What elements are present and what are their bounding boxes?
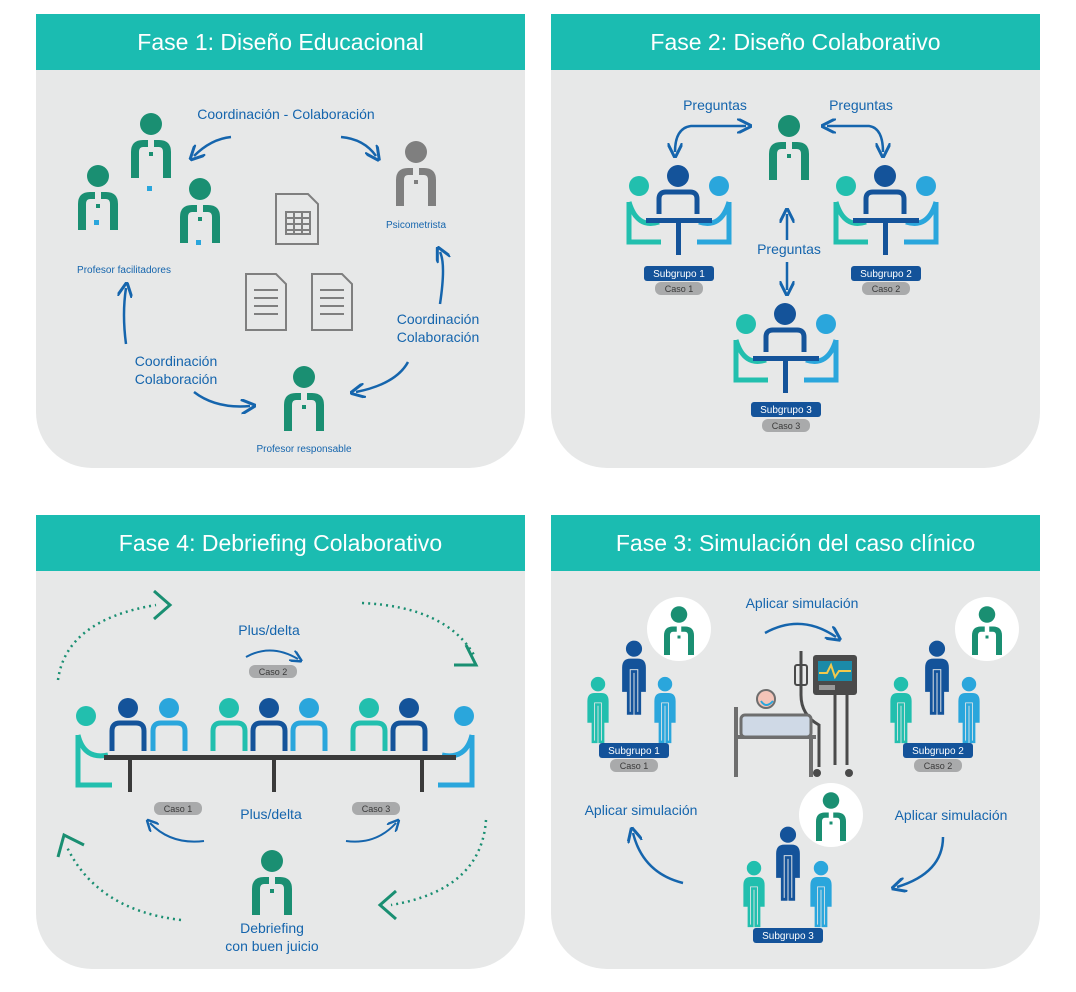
profesor-responsable-icon bbox=[284, 366, 324, 431]
arrow-to-caso1 bbox=[150, 823, 205, 843]
arrow-aplicar-left bbox=[633, 833, 684, 885]
arrow-left-down bbox=[193, 391, 250, 406]
document-icon-2 bbox=[311, 273, 353, 331]
debriefing-label-1: Debriefing bbox=[240, 920, 304, 936]
arrow-top-left bbox=[194, 135, 232, 156]
fase1-diagram: Coordinación - Colaboración Profesor fac… bbox=[77, 106, 480, 455]
facilitator-circle-2 bbox=[955, 597, 1019, 661]
fase1-left-label-1: Coordinación bbox=[135, 353, 218, 369]
subgrupo2-badge-f3 bbox=[903, 743, 973, 758]
arrow-preguntas-left bbox=[675, 126, 746, 152]
aplicar-top: Aplicar simulación bbox=[746, 595, 859, 611]
debriefing-label-2: con buen juicio bbox=[225, 938, 319, 954]
preguntas-center: Preguntas bbox=[757, 241, 821, 257]
subgrupo3-badge-f3 bbox=[753, 928, 823, 943]
subgrupo2-table-icon bbox=[833, 165, 939, 255]
subgrupo3-table-icon bbox=[733, 303, 839, 393]
arrow-right-down bbox=[356, 361, 410, 392]
caso3-badge bbox=[762, 419, 810, 432]
subgrupo1-table-icon bbox=[626, 165, 732, 255]
hospital-bed-monitor-icon bbox=[734, 651, 857, 777]
subgrupo1-label: Subgrupo 1 bbox=[653, 269, 705, 280]
fase2-title: Fase 2: Diseño Colaborativo bbox=[551, 14, 1040, 70]
fase1-title: Fase 1: Diseño Educacional bbox=[36, 14, 525, 70]
panel-fase1: Fase 1: Diseño Educacional Coordinación … bbox=[36, 14, 525, 468]
caso2-label: Caso 2 bbox=[872, 284, 901, 294]
panel-fase2: Fase 2: Diseño Colaborativo Preguntas Pr… bbox=[551, 14, 1040, 468]
fase1-left-label-2: Colaboración bbox=[135, 371, 218, 387]
dotted-arrow-bottom-right bbox=[390, 819, 488, 907]
caso2-label-f4: Caso 2 bbox=[259, 667, 288, 677]
document-icon-1 bbox=[245, 273, 287, 331]
fase1-right-label-1: Coordinación bbox=[397, 311, 480, 327]
caso1-label: Caso 1 bbox=[665, 284, 694, 294]
caso1-badge bbox=[655, 282, 703, 295]
subgrupo1-people-icon bbox=[587, 640, 676, 744]
fase1-right-label-2: Colaboración bbox=[397, 329, 480, 345]
caso1-badge-f3 bbox=[610, 759, 658, 772]
subgrupo3-label: Subgrupo 3 bbox=[760, 405, 812, 416]
caso3-label-f4: Caso 3 bbox=[362, 804, 391, 814]
aplicar-right: Aplicar simulación bbox=[895, 807, 1008, 823]
fase2-diagram: Preguntas Preguntas Preguntas Subgrupo 1… bbox=[626, 97, 939, 432]
caso3-badge-f4 bbox=[352, 802, 400, 815]
preguntas-left: Preguntas bbox=[683, 97, 747, 113]
subgrupo1-badge-f3 bbox=[599, 743, 669, 758]
aplicar-left: Aplicar simulación bbox=[585, 802, 698, 818]
plus-delta-mid: Plus/delta bbox=[240, 806, 302, 822]
subgrupo1-badge bbox=[644, 266, 714, 281]
caso2-badge-f3 bbox=[914, 759, 962, 772]
arrow-to-caso3 bbox=[345, 823, 396, 843]
fase3-title: Fase 3: Simulación del caso clínico bbox=[551, 515, 1040, 571]
dotted-arrow-top-left bbox=[56, 603, 157, 681]
subgrupo2-people-icon bbox=[890, 640, 980, 744]
dotted-arrow-bottom-left bbox=[64, 844, 182, 922]
debriefing-facilitator-icon bbox=[252, 850, 292, 915]
plus-delta-top: Plus/delta bbox=[238, 622, 300, 638]
dotted-arrow-top-right bbox=[361, 601, 476, 656]
arrow-plus-top bbox=[245, 649, 298, 659]
subgrupo2-label: Subgrupo 2 bbox=[860, 269, 912, 280]
caso1-label-f3: Caso 1 bbox=[620, 761, 649, 771]
facilitator-circle-1 bbox=[647, 597, 711, 661]
subgrupo2-label-f3: Subgrupo 2 bbox=[912, 746, 964, 757]
arrow-preguntas-right bbox=[827, 126, 883, 152]
profesores-group-icon bbox=[78, 113, 220, 243]
subgrupo2-badge bbox=[851, 266, 921, 281]
caso2-badge-f4 bbox=[249, 665, 297, 678]
arrow-right-up bbox=[440, 252, 443, 305]
caso1-badge-f4 bbox=[154, 802, 202, 815]
caso2-label-f3: Caso 2 bbox=[924, 761, 953, 771]
subgrupo1-label-f3: Subgrupo 1 bbox=[608, 746, 660, 757]
arrow-aplicar-top bbox=[764, 622, 836, 637]
responsable-label: Profesor responsable bbox=[256, 444, 351, 455]
facilitator-icon bbox=[769, 115, 809, 180]
preguntas-right: Preguntas bbox=[829, 97, 893, 113]
profesores-label: Profesor facilitadores bbox=[77, 265, 171, 276]
fase1-top-label: Coordinación - Colaboración bbox=[197, 106, 374, 122]
panel-fase3: Fase 3: Simulación del caso clínico Apli… bbox=[551, 515, 1040, 969]
fase4-title: Fase 4: Debriefing Colaborativo bbox=[36, 515, 525, 571]
spreadsheet-icon bbox=[275, 193, 319, 245]
subgrupo3-badge bbox=[751, 402, 821, 417]
fase3-diagram: Aplicar simulación Subgrupo 1 Caso 1 Sub… bbox=[585, 595, 1019, 943]
arrow-top-right bbox=[340, 135, 376, 156]
caso1-label-f4: Caso 1 bbox=[164, 804, 193, 814]
caso2-badge bbox=[862, 282, 910, 295]
arrow-left-up bbox=[124, 288, 126, 345]
psicometrista-label: Psicometrista bbox=[386, 220, 446, 231]
debriefing-table-icon bbox=[75, 698, 475, 792]
psicometrista-icon bbox=[396, 141, 436, 206]
caso3-label: Caso 3 bbox=[772, 421, 801, 431]
panel-fase4: Fase 4: Debriefing Colaborativo Plus/del… bbox=[36, 515, 525, 969]
fase4-diagram: Plus/delta Caso 2 bbox=[56, 589, 488, 954]
facilitator-circle-3 bbox=[799, 783, 863, 847]
subgrupo3-label-f3: Subgrupo 3 bbox=[762, 931, 814, 942]
arrow-aplicar-right bbox=[897, 836, 945, 887]
